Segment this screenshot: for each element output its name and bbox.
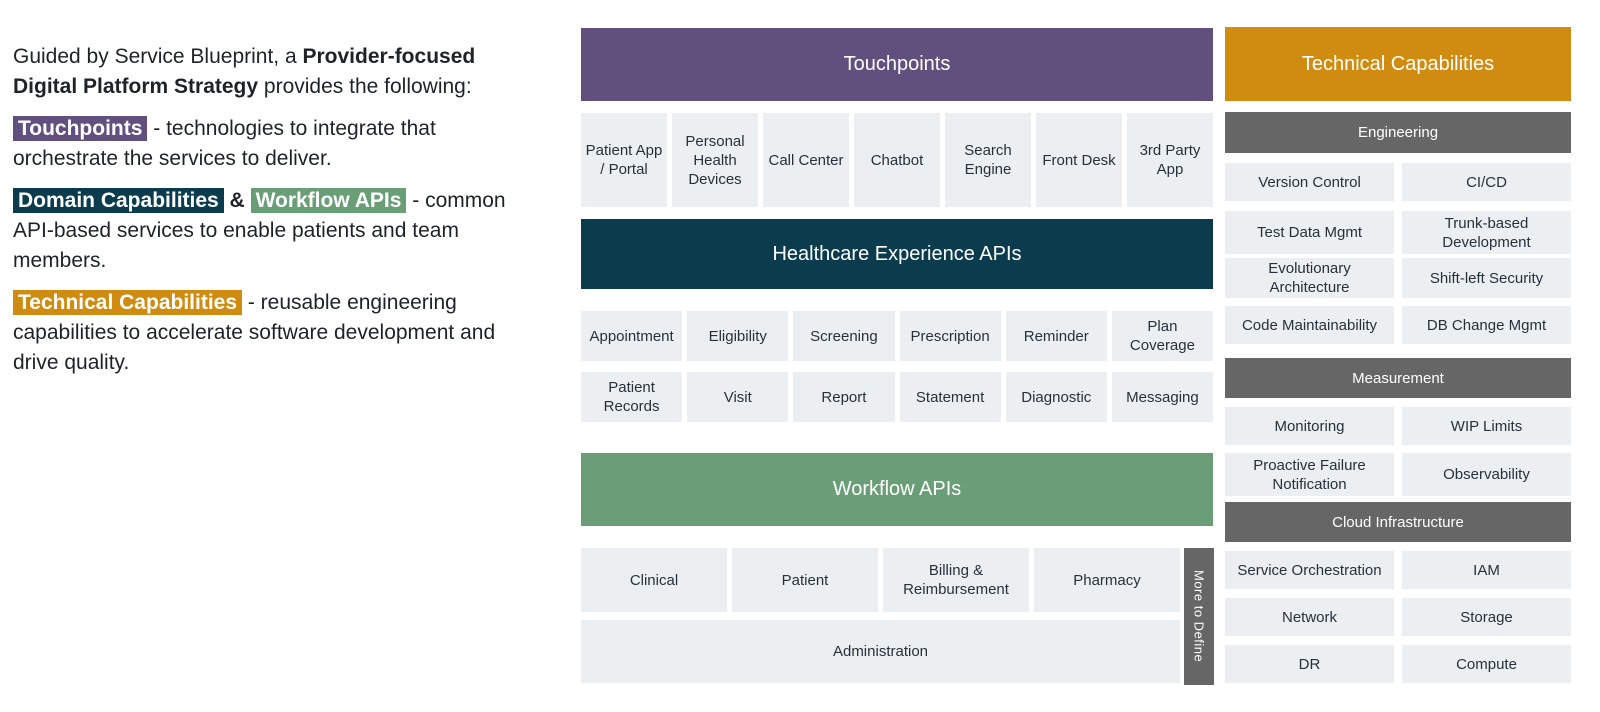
intro-p1-pre: Guided by Service Blueprint, a <box>13 45 303 68</box>
intro-paragraph-strategy: Guided by Service Blueprint, a Provider-… <box>13 42 540 102</box>
intro-p1-bold: Provider-focused Digital Platform Strate… <box>13 45 476 98</box>
healthcare-apis-row-2: Patient Records Visit Report Statement D… <box>581 372 1214 422</box>
healthcare-api-cell: Diagnostic <box>1005 372 1107 422</box>
intro-p2-rest: - technologies to integrate that orchest… <box>13 117 436 170</box>
measurement-subheader: Measurement <box>1225 358 1571 398</box>
cloud-infrastructure-row: Network Storage <box>1225 598 1571 636</box>
engineering-cell: Trunk-based Development <box>1402 211 1571 254</box>
workflow-api-cell: Billing & Reimbursement <box>883 548 1029 612</box>
technical-capabilities-header: Technical Capabilities <box>1225 27 1571 101</box>
cloud-infrastructure-cell: Compute <box>1402 645 1571 683</box>
engineering-row: Test Data Mgmt Trunk-based Development <box>1225 211 1571 254</box>
healthcare-api-cell: Eligibility <box>687 311 789 361</box>
healthcare-api-cell: Statement <box>899 372 1001 422</box>
intro-paragraph-touchpoints: Touchpoints - technologies to integrate … <box>13 114 540 174</box>
cloud-infrastructure-row: Service Orchestration IAM <box>1225 551 1571 589</box>
workflow-apis-highlight: Workflow APIs <box>250 188 407 213</box>
touchpoint-cell: Call Center <box>763 113 849 207</box>
platform-column: Touchpoints Patient App / Portal Persona… <box>581 0 1214 712</box>
touchpoints-row: Patient App / Portal Personal Health Dev… <box>581 113 1213 207</box>
engineering-subheader: Engineering <box>1225 112 1571 153</box>
workflow-api-cell: Administration <box>581 620 1180 683</box>
healthcare-api-cell: Plan Coverage <box>1111 311 1214 361</box>
touchpoint-cell: 3rd Party App <box>1127 113 1213 207</box>
workflow-apis-row-1: Clinical Patient Billing & Reimbursement… <box>581 548 1180 612</box>
engineering-cell: CI/CD <box>1402 163 1571 201</box>
engineering-cell: Evolutionary Architecture <box>1225 258 1394 298</box>
touchpoint-cell: Chatbot <box>854 113 940 207</box>
touchpoint-cell: Search Engine <box>945 113 1031 207</box>
measurement-row: Proactive Failure Notification Observabi… <box>1225 453 1571 496</box>
healthcare-apis-row-1: Appointment Eligibility Screening Prescr… <box>581 311 1214 361</box>
engineering-cell: Version Control <box>1225 163 1394 201</box>
intro-p1-post: provides the following: <box>258 75 472 98</box>
intro-p3-rest: - common API-based services to enable pa… <box>13 189 506 272</box>
cloud-infrastructure-cell: IAM <box>1402 551 1571 589</box>
healthcare-api-cell: Screening <box>793 311 895 361</box>
healthcare-api-cell: Report <box>793 372 895 422</box>
cloud-infrastructure-row: DR Compute <box>1225 645 1571 683</box>
cloud-infrastructure-subheader: Cloud Infrastructure <box>1225 502 1571 542</box>
healthcare-api-cell: Appointment <box>581 311 683 361</box>
domain-capabilities-highlight: Domain Capabilities <box>13 188 224 213</box>
engineering-row: Evolutionary Architecture Shift-left Sec… <box>1225 258 1571 298</box>
measurement-cell: WIP Limits <box>1402 407 1571 445</box>
healthcare-api-cell: Visit <box>687 372 789 422</box>
technical-capabilities-column: Technical Capabilities Engineering Versi… <box>1225 0 1571 712</box>
healthcare-apis-header: Healthcare Experience APIs <box>581 219 1213 289</box>
cloud-infrastructure-cell: Network <box>1225 598 1394 636</box>
workflow-api-cell: Patient <box>732 548 878 612</box>
intro-paragraph-domain-workflow: Domain Capabilities & Workflow APIs - co… <box>13 186 540 276</box>
touchpoints-highlight: Touchpoints <box>13 116 148 141</box>
engineering-cell: Shift-left Security <box>1402 258 1571 298</box>
workflow-api-cell: Clinical <box>581 548 727 612</box>
touchpoint-cell: Personal Health Devices <box>672 113 758 207</box>
engineering-row: Code Maintainability DB Change Mgmt <box>1225 306 1571 344</box>
healthcare-api-cell: Patient Records <box>581 372 683 422</box>
engineering-cell: Test Data Mgmt <box>1225 211 1394 254</box>
cloud-infrastructure-cell: DR <box>1225 645 1394 683</box>
intro-text: Guided by Service Blueprint, a Provider-… <box>13 42 540 390</box>
healthcare-api-cell: Reminder <box>1005 311 1107 361</box>
technical-capabilities-highlight: Technical Capabilities <box>13 290 243 315</box>
workflow-apis-header: Workflow APIs <box>581 453 1213 526</box>
cloud-infrastructure-cell: Storage <box>1402 598 1571 636</box>
touchpoint-cell: Front Desk <box>1036 113 1122 207</box>
engineering-cell: DB Change Mgmt <box>1402 306 1571 344</box>
measurement-row: Monitoring WIP Limits <box>1225 407 1571 445</box>
measurement-cell: Monitoring <box>1225 407 1394 445</box>
measurement-cell: Observability <box>1402 453 1571 496</box>
engineering-row: Version Control CI/CD <box>1225 163 1571 201</box>
more-to-define-bar: More to Define <box>1184 548 1214 685</box>
cloud-infrastructure-cell: Service Orchestration <box>1225 551 1394 589</box>
touchpoints-header: Touchpoints <box>581 28 1213 101</box>
engineering-cell: Code Maintainability <box>1225 306 1394 344</box>
workflow-api-cell: Pharmacy <box>1034 548 1180 612</box>
intro-p4-rest: - reusable engineering capabilities to a… <box>13 291 496 374</box>
workflow-apis-row-2: Administration <box>581 620 1180 683</box>
intro-paragraph-technical: Technical Capabilities - reusable engine… <box>13 288 540 378</box>
measurement-cell: Proactive Failure Notification <box>1225 453 1394 496</box>
touchpoint-cell: Patient App / Portal <box>581 113 667 207</box>
intro-p3-joiner: & <box>223 189 251 212</box>
healthcare-api-cell: Messaging <box>1111 372 1214 422</box>
healthcare-api-cell: Prescription <box>899 311 1001 361</box>
